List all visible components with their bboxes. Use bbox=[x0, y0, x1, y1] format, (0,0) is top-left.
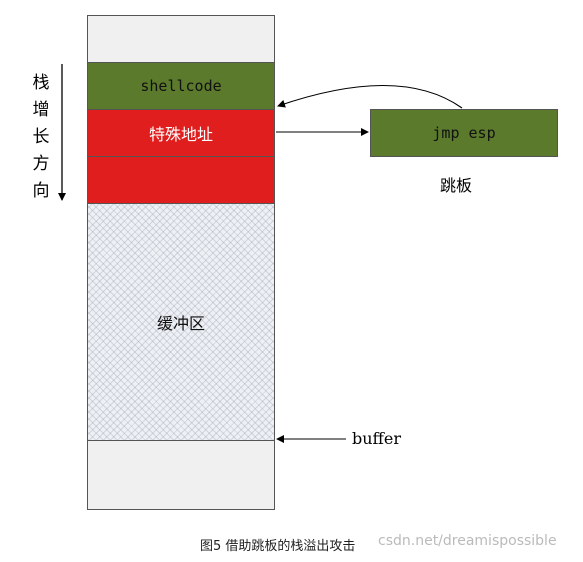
trampoline-caption: 跳板 bbox=[440, 176, 473, 195]
stack-column: shellcode 特殊地址 缓冲区 bbox=[87, 15, 275, 510]
buffer-pointer-label: buffer bbox=[352, 429, 402, 448]
jmp-esp-box: jmp esp bbox=[370, 109, 558, 157]
stack-growth-label: 栈 增 长 方 向 bbox=[30, 70, 52, 205]
growth-char: 向 bbox=[32, 181, 50, 201]
watermark: csdn.net/dreamispossible bbox=[378, 533, 557, 549]
stack-bottom-block bbox=[87, 440, 275, 510]
jmp-esp-label: jmp esp bbox=[432, 124, 496, 142]
growth-char: 方 bbox=[32, 154, 50, 174]
special-address-label: 特殊地址 bbox=[148, 125, 213, 144]
buffer-area-label: 缓冲区 bbox=[156, 314, 205, 333]
shellcode-label: shellcode bbox=[140, 77, 222, 95]
growth-char: 栈 bbox=[32, 73, 50, 93]
jmp-to-shellcode-arrow bbox=[277, 84, 463, 109]
figure-caption: 图5 借助跳板的栈溢出攻击 bbox=[200, 539, 356, 554]
buffer-block: 缓冲区 bbox=[87, 203, 275, 441]
growth-char: 增 bbox=[32, 100, 50, 120]
stack-top-block bbox=[87, 15, 275, 63]
special-address-block: 特殊地址 bbox=[87, 109, 275, 157]
shellcode-block: shellcode bbox=[87, 62, 275, 110]
growth-char: 长 bbox=[32, 127, 50, 147]
